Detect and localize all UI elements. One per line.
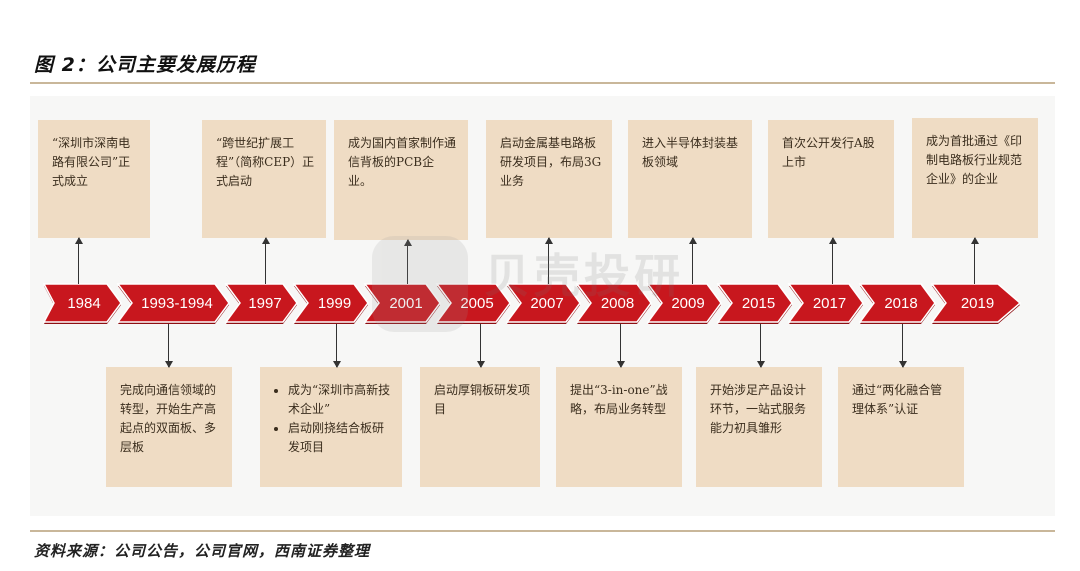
segment-chevron (575, 283, 652, 323)
timeline-segment: 2017 (787, 283, 864, 324)
milestone-text: 通过“两化融合管理体系”认证 (852, 383, 943, 416)
arrow-up-icon (261, 237, 270, 244)
source-note: 资料来源：公司公告，公司官网，西南证券整理 (34, 542, 371, 560)
year-label: 2001 (389, 295, 422, 312)
arrow-down-icon (756, 361, 765, 368)
milestone-box: “跨世纪扩展工程”（简称CEP）正式启动 (202, 120, 326, 238)
connector-line (902, 324, 903, 367)
year-label: 1993-1994 (141, 295, 213, 312)
year-label: 2007 (530, 295, 563, 312)
timeline-segment: 2019 (930, 283, 1022, 324)
connector-line (692, 238, 693, 284)
title-rule (30, 82, 1055, 84)
milestone-text: 提出“3-in-one”战略，布局业务转型 (570, 383, 668, 416)
timeline-segment: 2008 (575, 283, 652, 324)
arrow-down-icon (898, 361, 907, 368)
milestone-box: 进入半导体封装基板领域 (628, 120, 752, 238)
milestone-text: “深圳市深南电路有限公司”正式成立 (52, 136, 131, 188)
year-label: 2015 (742, 295, 775, 312)
year-label: 1999 (318, 295, 351, 312)
segment-chevron (858, 283, 936, 323)
milestone-text: 开始涉足产品设计环节，一站式服务能力初具雏形 (710, 383, 807, 435)
arrow-up-icon (828, 237, 837, 244)
milestone-box: 提出“3-in-one”战略，布局业务转型 (556, 367, 682, 487)
segment-chevron (363, 283, 441, 323)
year-label: 1997 (248, 295, 281, 312)
arrow-up-icon (544, 237, 553, 244)
year-label: 2018 (884, 295, 917, 312)
arrow-down-icon (332, 361, 341, 368)
segment-chevron (787, 283, 864, 323)
arrow-up-icon (403, 239, 412, 246)
connector-line (407, 240, 408, 284)
year-label: 2008 (601, 295, 634, 312)
milestone-box: 成为“深圳市高新技术企业”启动刚挠结合板研发项目 (260, 367, 402, 487)
year-label: 2009 (671, 295, 704, 312)
timeline-segment: 2018 (858, 283, 936, 324)
milestone-box: 首次公开发行A股上市 (768, 120, 894, 238)
segment-chevron (116, 283, 230, 323)
connector-line (168, 324, 169, 367)
year-label: 2019 (961, 295, 994, 312)
timeline-segment: 1999 (292, 283, 369, 324)
timeline-segment: 2009 (646, 283, 722, 324)
timeline-segment: 2015 (716, 283, 793, 324)
timeline-segment: 2005 (435, 283, 511, 324)
milestone-box: 开始涉足产品设计环节，一站式服务能力初具雏形 (696, 367, 822, 487)
connector-line (336, 324, 337, 367)
connector-line (760, 324, 761, 367)
milestone-text: 进入半导体封装基板领域 (642, 136, 739, 169)
connector-line (974, 238, 975, 284)
arrow-down-icon (476, 361, 485, 368)
segment-chevron (435, 283, 511, 323)
timeline-segment: 1984 (42, 283, 122, 324)
milestone-list-item: 成为“深圳市高新技术企业” (288, 381, 392, 419)
connector-line (265, 238, 266, 284)
footer-rule (30, 530, 1055, 532)
milestone-box: 启动金属基电路板研发项目，布局3G业务 (486, 120, 612, 238)
milestone-text: 启动厚铜板研发项目 (434, 383, 531, 416)
timeline-segment: 1993-1994 (116, 283, 230, 324)
connector-line (480, 324, 481, 367)
milestone-box: 成为国内首家制作通信背板的PCB企业。 (334, 120, 468, 240)
timeline-segment: 2007 (505, 283, 581, 324)
arrow-up-icon (970, 237, 979, 244)
year-label: 1984 (67, 295, 100, 312)
milestone-box: 启动厚铜板研发项目 (420, 367, 540, 487)
timeline-segment: 2001 (363, 283, 441, 324)
timeline-segment: 1997 (224, 283, 298, 324)
segment-chevron (505, 283, 581, 323)
arrow-up-icon (74, 237, 83, 244)
milestone-text: “跨世纪扩展工程”（简称CEP）正式启动 (216, 136, 315, 188)
page-title: 图 2：公司主要发展历程 (34, 54, 256, 76)
arrow-up-icon (688, 237, 697, 244)
milestone-text: 完成向通信领域的转型，开始生产高起点的双面板、多层板 (120, 383, 217, 454)
segment-chevron (42, 283, 122, 323)
milestone-box: 完成向通信领域的转型，开始生产高起点的双面板、多层板 (106, 367, 232, 487)
segment-chevron (292, 283, 369, 323)
year-label: 2005 (460, 295, 493, 312)
connector-line (620, 324, 621, 367)
year-label: 2017 (813, 295, 846, 312)
segment-chevron (646, 283, 722, 323)
milestone-text: 成为首批通过《印制电路板行业规范企业》的企业 (926, 134, 1023, 186)
milestone-list: 成为“深圳市高新技术企业”启动刚挠结合板研发项目 (274, 381, 392, 457)
segment-chevron (716, 283, 793, 323)
connector-line (78, 238, 79, 284)
milestone-box: 通过“两化融合管理体系”认证 (838, 367, 964, 487)
arrow-down-icon (616, 361, 625, 368)
segment-chevron (224, 283, 298, 323)
connector-line (832, 238, 833, 284)
milestone-text: 成为国内首家制作通信背板的PCB企业。 (348, 136, 457, 188)
milestone-text: 首次公开发行A股上市 (782, 136, 875, 169)
arrow-down-icon (164, 361, 173, 368)
milestone-box: “深圳市深南电路有限公司”正式成立 (38, 120, 150, 238)
connector-line (548, 238, 549, 284)
segment-chevron (930, 283, 1022, 323)
milestone-text: 启动金属基电路板研发项目，布局3G业务 (500, 136, 602, 188)
milestone-list-item: 启动刚挠结合板研发项目 (288, 419, 392, 457)
milestone-box: 成为首批通过《印制电路板行业规范企业》的企业 (912, 118, 1038, 238)
